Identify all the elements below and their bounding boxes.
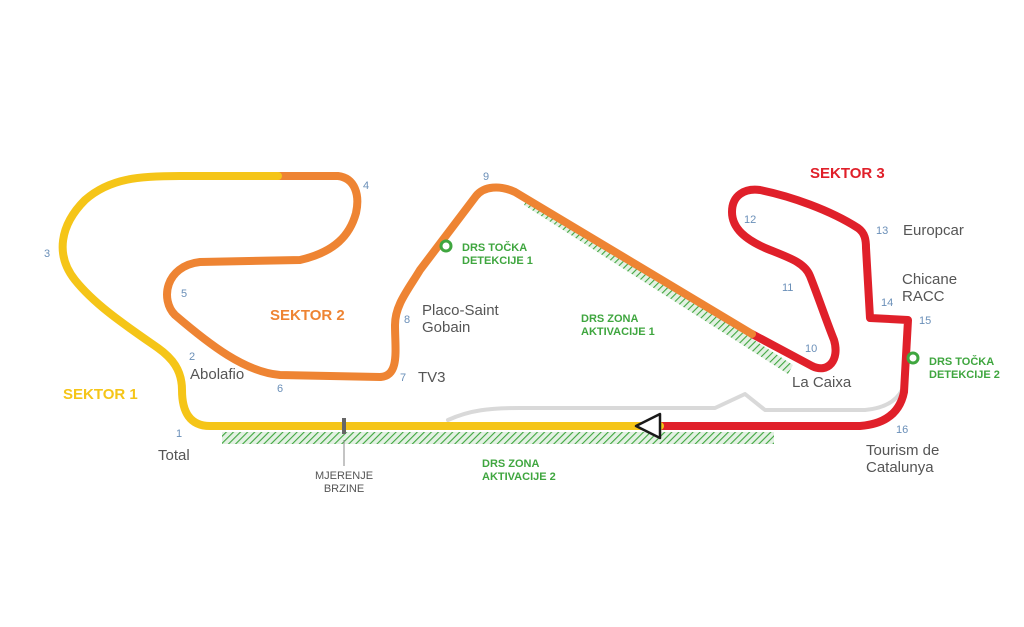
corner-2-name: Abolafio [190, 366, 245, 383]
drs-zone-2-hatch [222, 432, 774, 444]
corner-7-number: 7 [400, 372, 407, 384]
speed-trap-label: MJERENJE BRZINE [314, 470, 374, 495]
drs-detection-point-1 [439, 239, 453, 253]
sector-2-label: SEKTOR 2 [270, 307, 345, 324]
corner-8-name: Placo-Saint Gobain [422, 302, 499, 337]
corner-14-number: 14 [881, 297, 894, 309]
corner-1-name: Total [158, 447, 190, 464]
sector-3-label: SEKTOR 3 [810, 165, 885, 182]
corner-1-number: 1 [176, 428, 183, 440]
corner-6-number: 6 [277, 383, 284, 395]
corner-2-number: 2 [189, 351, 196, 363]
corner-16-name: Tourism de Catalunya [866, 442, 940, 477]
pit-lane [446, 383, 906, 422]
corner-12-number: 12 [744, 214, 757, 226]
corner-11-number: 11 [782, 282, 794, 294]
corner-15-number: 15 [919, 315, 932, 327]
corner-13-number: 13 [876, 225, 889, 237]
corner-5-number: 5 [181, 288, 188, 300]
drs-detection-1-label: DRS TOČKA DETEKCIJE 1 [462, 242, 533, 267]
drs-detection-point-2 [906, 351, 920, 365]
track-sector-2 [163, 172, 756, 381]
corner-14-name: Chicane RACC [902, 271, 958, 306]
track-sector-1 [58, 172, 664, 430]
sector-1-label: SEKTOR 1 [63, 386, 138, 403]
drs-zone-1-label: DRS ZONA AKTIVACIJE 1 [581, 313, 655, 338]
track-sector-3 [656, 185, 912, 430]
corner-16-number: 16 [896, 424, 909, 436]
corner-10-number: 10 [805, 343, 818, 355]
corner-3-number: 3 [44, 248, 51, 260]
corner-7-name: TV3 [418, 369, 446, 386]
corner-13-name: Europcar [903, 222, 964, 239]
drs-zone-2-label: DRS ZONA AKTIVACIJE 2 [482, 458, 556, 483]
corner-4-number: 4 [363, 180, 370, 192]
start-finish-marker [634, 412, 662, 440]
speed-trap-marker [342, 418, 346, 434]
drs-detection-2-label: DRS TOČKA DETEKCIJE 2 [929, 356, 1000, 381]
corner-8-number: 8 [404, 314, 411, 326]
corner-10-name: La Caixa [792, 374, 852, 391]
corner-9-number: 9 [483, 171, 490, 183]
